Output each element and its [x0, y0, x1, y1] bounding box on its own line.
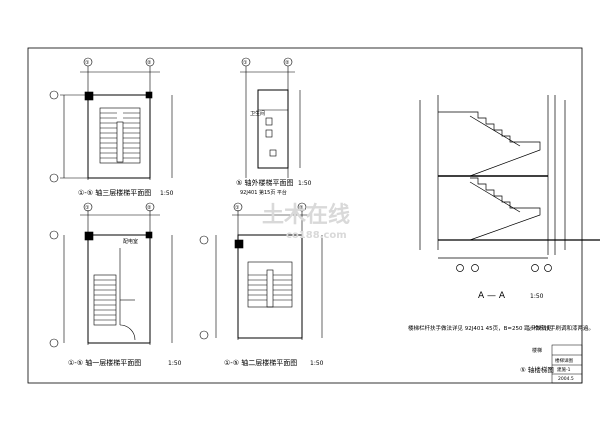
plan-second-axis-1: ① — [235, 205, 240, 211]
section-title: A — A — [478, 291, 506, 301]
plan-ext-axis-1: ① — [243, 60, 248, 66]
notes-line-tail: ，栏杆扶手刷调和漆两遍。 — [528, 324, 594, 332]
notes-line: 楼梯栏杆扶手做法详见 92J401 45页，B=250 踏步做法见 — [408, 324, 552, 332]
title-block-sheet-name: 楼梯详图 — [555, 357, 573, 364]
plan-ext-axis-2: ② — [285, 60, 290, 66]
detail-label: 楼梯 — [532, 347, 542, 354]
plan-third-axis-2: ② — [147, 60, 152, 66]
title-block — [551, 344, 583, 384]
plan-ext-wc-label: 卫生间 — [250, 110, 265, 117]
watermark-sub: co188.com — [286, 230, 347, 241]
plan-first-floor — [49, 202, 173, 348]
plan-ext-note: 92J401 第15页 平台 — [240, 189, 287, 196]
plan-third-scale: 1:50 — [160, 190, 174, 197]
title-block-date: 2004.5 — [558, 376, 574, 382]
watermark-main: 土木在线 — [262, 202, 350, 228]
plan-second-title: ①-⑤ 轴二层楼梯平面图 — [224, 358, 297, 367]
plan-first-title: ①-⑤ 轴一层楼梯平面图 — [68, 358, 141, 367]
plan-ext-scale: 1:50 — [298, 180, 312, 187]
plan-first-scale: 1:50 — [168, 360, 182, 367]
plan-exterior — [240, 57, 301, 178]
plan-first-axis-1: ① — [85, 205, 90, 211]
plan-third-axis-1: ① — [85, 60, 90, 66]
plan-first-room-label: 配电室 — [123, 238, 138, 245]
section-scale: 1:50 — [530, 293, 544, 300]
watermark: 土木在线 co188.com — [262, 202, 350, 241]
detail-title: ⑤ 轴楼梯图 — [520, 365, 554, 374]
plan-ext-title: ⑤ 轴外楼梯平面图 — [236, 178, 294, 187]
plan-second-floor — [199, 202, 323, 340]
plan-second-scale: 1:50 — [310, 360, 324, 367]
section-a-a — [419, 95, 600, 272]
title-block-drawing-no: 建施-1 — [557, 366, 571, 373]
plan-second-axis-2: ② — [299, 205, 304, 211]
plan-first-axis-2: ② — [147, 205, 152, 211]
plan-third-title: ①-⑤ 轴三层楼梯平面图 — [78, 188, 151, 197]
plan-third-floor — [49, 57, 173, 183]
sheet-frame — [27, 47, 583, 384]
